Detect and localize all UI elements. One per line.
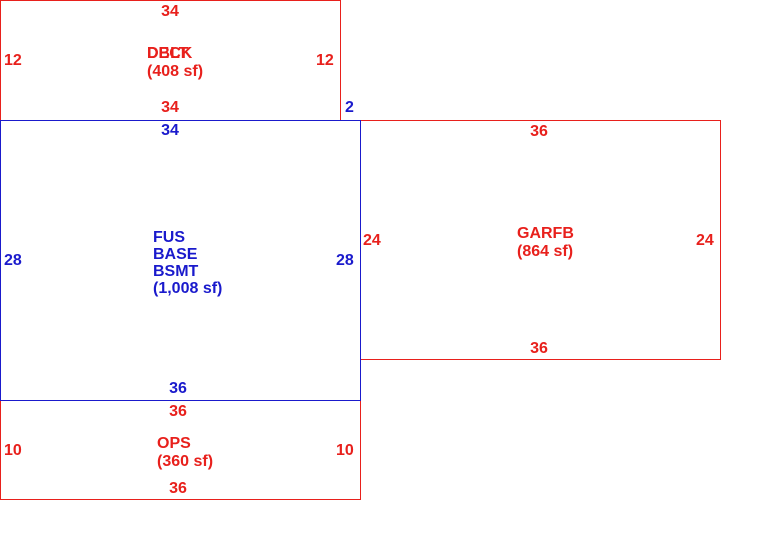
main-outline bbox=[0, 120, 361, 401]
deck-left-dimension: 12 bbox=[4, 52, 22, 69]
deck-top-dimension: 34 bbox=[161, 3, 179, 20]
garage-left-dimension: 24 bbox=[363, 232, 381, 249]
deck-area: (408 sf) bbox=[147, 63, 204, 80]
garage-label: GARFB bbox=[517, 225, 574, 242]
main-top-dimension: 34 bbox=[161, 122, 179, 139]
porch-top-dimension: 36 bbox=[169, 403, 187, 420]
porch-area: (360 sf) bbox=[157, 453, 214, 470]
garage-bottom-dimension: 36 bbox=[530, 340, 548, 357]
porch-bottom-dimension: 36 bbox=[169, 480, 187, 497]
garage-area: (864 sf) bbox=[517, 243, 574, 260]
deck-label-b: DBLT bbox=[147, 45, 189, 62]
porch-label: OPS bbox=[157, 435, 191, 452]
main-right-dimension: 28 bbox=[336, 252, 354, 269]
deck-label-a: DECK bbox=[147, 45, 193, 62]
main-bottom-dimension: 36 bbox=[169, 380, 187, 397]
main-area: (1,008 sf) bbox=[153, 280, 223, 297]
garage-right-dimension: 24 bbox=[696, 232, 714, 249]
porch-left-dimension: 10 bbox=[4, 442, 22, 459]
main-left-dimension: 28 bbox=[4, 252, 22, 269]
main-label-line3: BSMT bbox=[153, 263, 199, 280]
main-label-line2: BASE bbox=[153, 246, 198, 263]
garage-top-dimension: 36 bbox=[530, 123, 548, 140]
deck-offset-dimension: 2 bbox=[345, 99, 354, 116]
deck-bottom-dimension: 34 bbox=[161, 99, 179, 116]
porch-right-dimension: 10 bbox=[336, 442, 354, 459]
main-label-line1: FUS bbox=[153, 229, 185, 246]
deck-right-dimension: 12 bbox=[316, 52, 334, 69]
